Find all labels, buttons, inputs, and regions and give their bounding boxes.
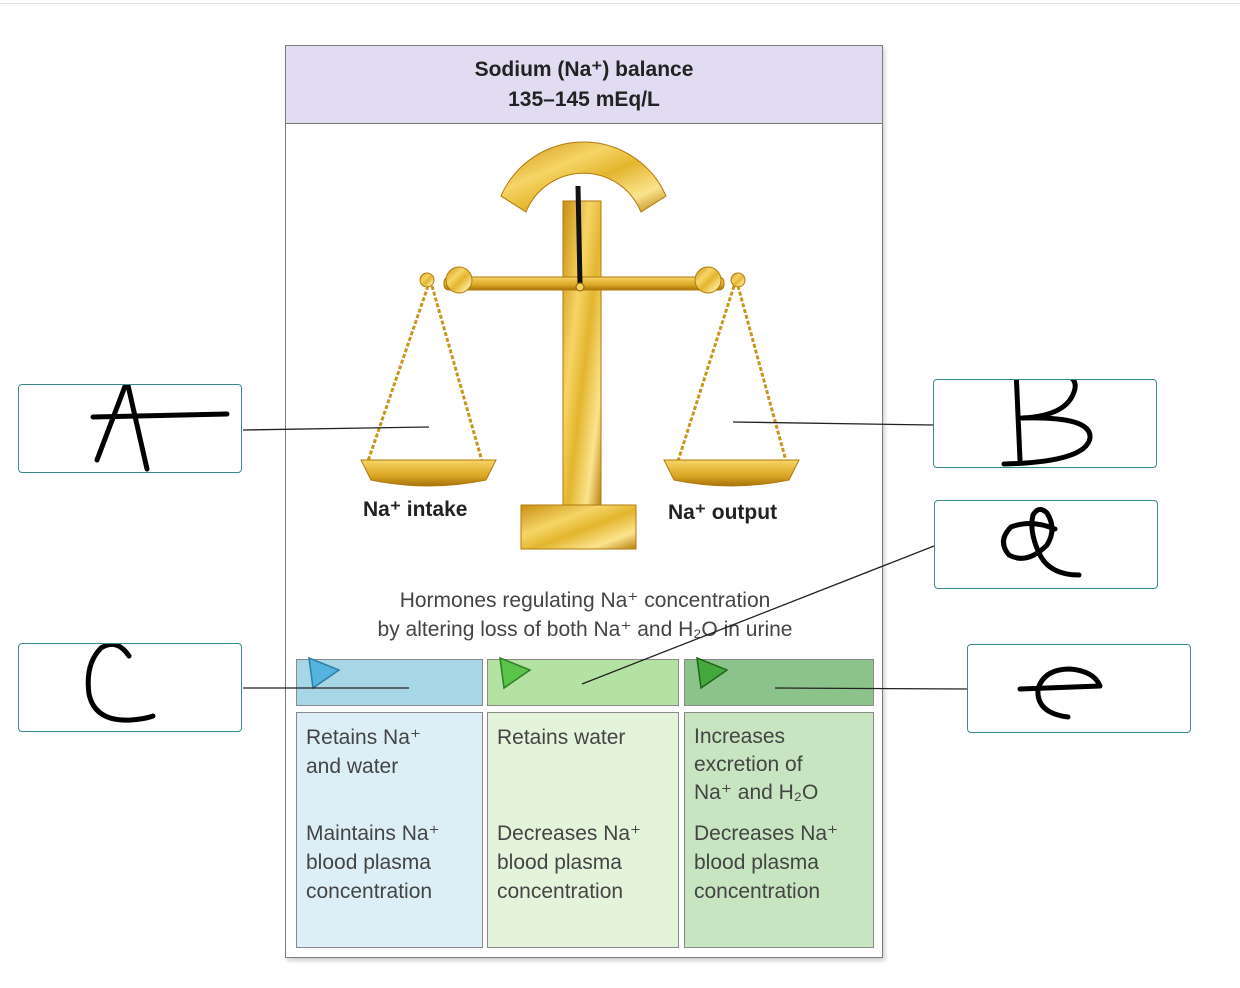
play-arrow-icon — [499, 656, 532, 690]
effect-text: Retains Na⁺and water — [306, 726, 421, 778]
na-intake-label: Na⁺ intake — [363, 498, 468, 521]
figure-subtitle: 135–145 mEq/L — [508, 88, 660, 111]
handwritten-letter-e — [1017, 666, 1103, 720]
handwritten-letter-d — [1001, 507, 1082, 578]
balance-scale-icon — [360, 141, 800, 550]
effect-text: Retains water — [497, 726, 626, 749]
answer-box-d[interactable] — [934, 500, 1158, 589]
na-output-label: Na⁺ output — [668, 501, 778, 524]
scale-needle — [575, 185, 583, 285]
scale-beam — [443, 276, 725, 291]
answer-box-e[interactable] — [967, 644, 1191, 733]
column-hormone-c: Retains Na⁺and water Maintains Na⁺blood … — [296, 712, 483, 948]
answer-box-b[interactable] — [933, 379, 1157, 468]
hormone-d-bar — [487, 656, 679, 706]
hormone-c-bar — [296, 656, 483, 706]
hormone-e-bar — [684, 656, 874, 706]
top-divider — [0, 3, 1240, 4]
sodium-balance-figure: Sodium (Na⁺) balance 135–145 mEq/L — [285, 45, 883, 958]
scale-base — [520, 504, 637, 550]
hormones-caption-line2: by altering loss of both Na⁺ and H₂O in … — [377, 618, 793, 641]
figure-header: Sodium (Na⁺) balance 135–145 mEq/L — [286, 46, 882, 124]
answer-box-a[interactable] — [18, 384, 242, 473]
handwritten-letter-a — [90, 385, 230, 472]
play-arrow-icon — [696, 656, 729, 690]
figure-title: Sodium (Na⁺) balance — [474, 58, 694, 81]
answer-box-c[interactable] — [18, 643, 242, 732]
handwritten-letter-b — [1001, 380, 1093, 467]
play-arrow-icon — [308, 656, 341, 690]
scale-dial — [500, 141, 667, 213]
hormones-caption-line1: Hormones regulating Na⁺ concentration — [399, 589, 771, 612]
handwritten-letter-c — [85, 644, 156, 723]
left-pan — [360, 459, 497, 487]
right-pan — [663, 459, 800, 487]
scale-pillar — [562, 200, 602, 512]
